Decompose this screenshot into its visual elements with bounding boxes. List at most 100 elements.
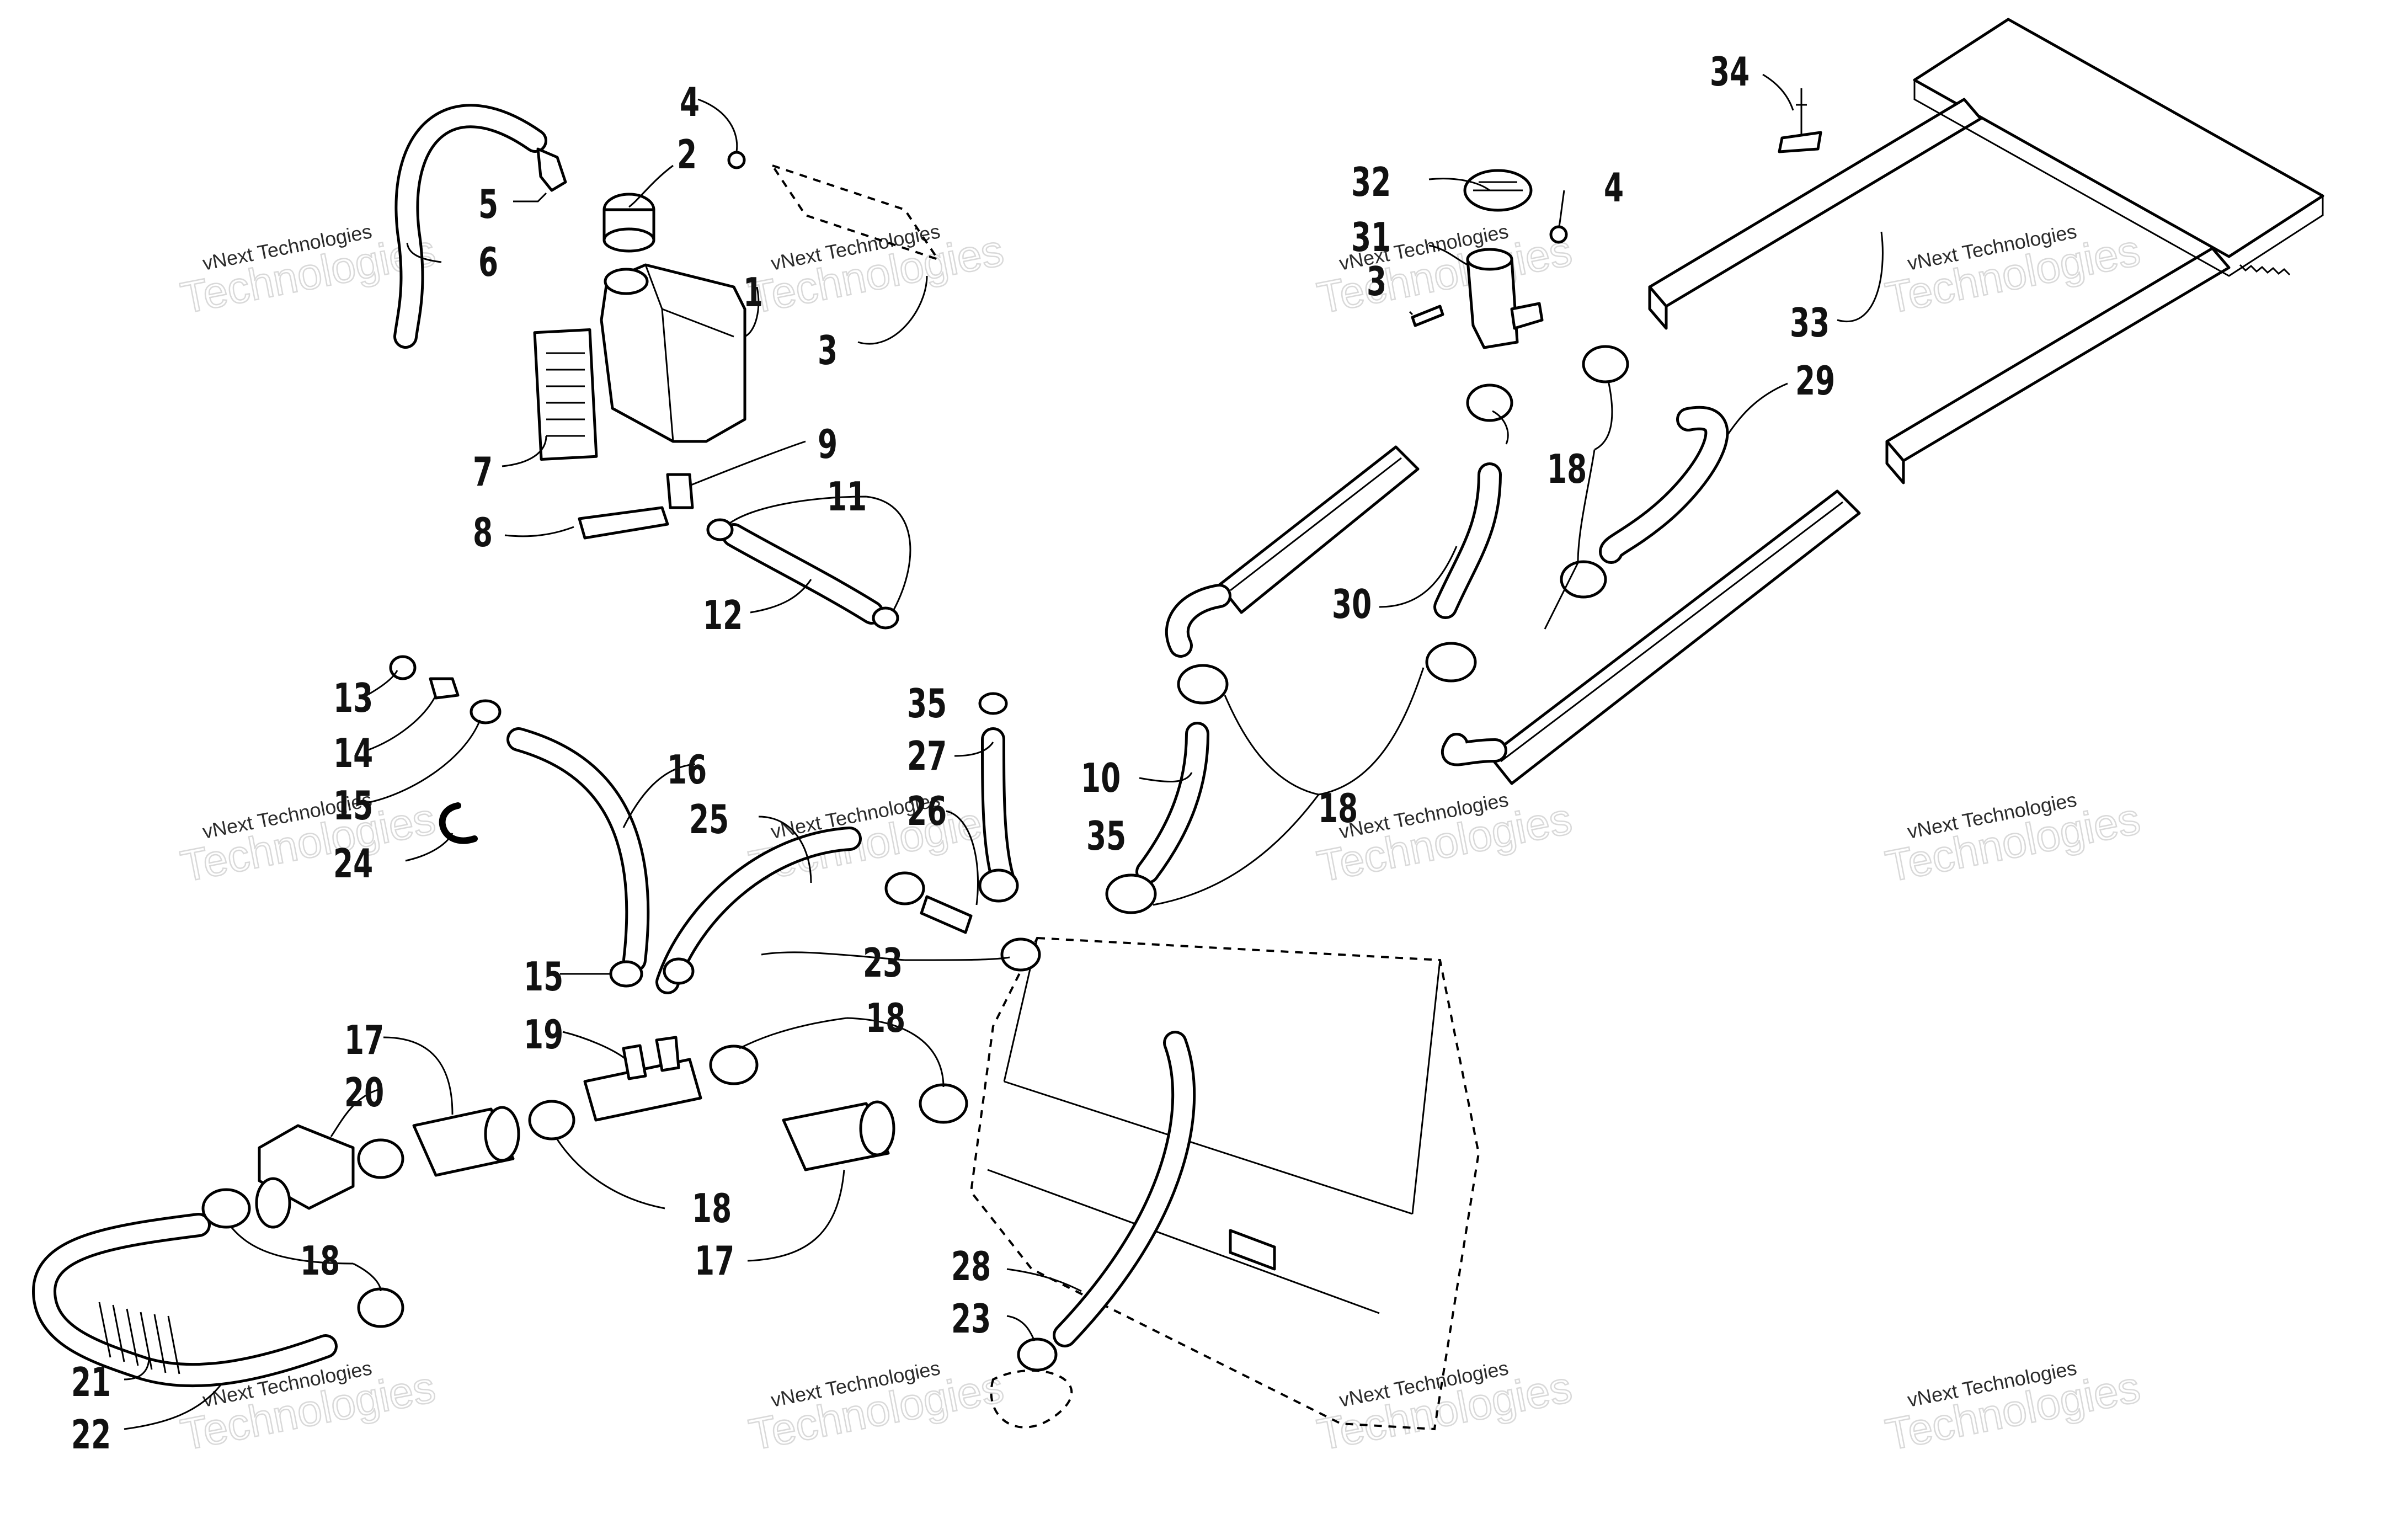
thermostat-housing (1466, 258, 1519, 349)
leader-line (758, 816, 812, 883)
leader-line (697, 98, 738, 152)
leader-line (502, 435, 547, 467)
callout-3: 3 (1367, 258, 1386, 305)
hose-clamp (1017, 1337, 1058, 1372)
nut (727, 151, 746, 169)
radiator-frame-top (1913, 18, 2324, 258)
mounting-strap (578, 506, 669, 540)
thermostat-seal (1466, 248, 1513, 271)
leader-line (556, 1139, 665, 1209)
hose-clamp (470, 699, 502, 724)
drain-hose-inner (724, 526, 881, 622)
callout-10: 10 (1081, 755, 1121, 801)
heat-exchanger-left-top (1230, 457, 1402, 592)
bottle-bracket (770, 163, 941, 262)
leader-line (622, 763, 696, 828)
callout-labels: 1 2 3 3 4 4 5 6 7 8 9 10 11 12 13 14 15 … (71, 49, 1835, 1458)
hose-clamp (706, 518, 734, 541)
leader-line (124, 1357, 150, 1381)
leader-line (750, 579, 812, 614)
callout-29: 29 (1795, 358, 1835, 404)
tee-fitting (583, 1058, 702, 1122)
leader-line (744, 286, 760, 338)
hose-clamp (1582, 345, 1629, 383)
leader-line (366, 695, 437, 752)
callout-4: 4 (1604, 164, 1624, 211)
hose-clamp (1560, 560, 1607, 599)
callout-26: 26 (907, 788, 947, 834)
leader-line (747, 1169, 845, 1262)
hose-clamp (663, 957, 695, 985)
coupler-hose-end (484, 1106, 520, 1162)
radiator-frame-teeth (2239, 264, 2291, 276)
elbow-fitting (536, 147, 567, 192)
leader-line (562, 1031, 627, 1061)
heat-exchanger-port (255, 1177, 291, 1229)
leader-line (1492, 380, 1613, 630)
hose-clamp (1105, 873, 1157, 914)
callout-8: 8 (473, 509, 493, 556)
callout-33: 33 (1790, 300, 1830, 346)
warning-decal-text (546, 352, 585, 437)
coupler-hose-end (859, 1100, 895, 1157)
outlet-fitting (666, 473, 694, 509)
coolant-bottle-facet (644, 264, 734, 442)
leader-line (1558, 190, 1565, 227)
heat-exchanger-right (1488, 489, 1861, 785)
hose-clamp (1466, 383, 1513, 422)
callout-25: 25 (689, 796, 729, 843)
callout-18: 18 (866, 995, 905, 1041)
hose-clamp (201, 1188, 251, 1229)
leader-line (857, 275, 928, 345)
callout-21: 21 (71, 1359, 111, 1405)
heat-exchanger-left (1218, 445, 1420, 614)
callout-6: 6 (478, 239, 498, 285)
leader-line (628, 164, 674, 208)
leader-line (1726, 382, 1788, 436)
callout-34: 34 (1710, 49, 1750, 95)
leader-line (406, 242, 442, 263)
retaining-ring (439, 802, 478, 844)
leader-line (946, 810, 979, 905)
callout-23: 23 (863, 940, 903, 986)
leader-line (405, 833, 454, 862)
leader-line (1837, 231, 1884, 322)
bleed-valve (920, 895, 973, 934)
callout-15: 15 (524, 953, 563, 1000)
hose-clamp (978, 692, 1008, 715)
crossover-hose-inner (658, 829, 859, 992)
threaded-fitting (429, 677, 460, 700)
leader-line (728, 495, 911, 610)
leader-line (383, 1036, 454, 1115)
thermostat-outlet-hose-inner (1436, 465, 1499, 616)
callout-17: 17 (695, 1238, 734, 1284)
callout-4: 4 (680, 79, 700, 125)
callout-2: 2 (677, 131, 697, 178)
leader-line (513, 192, 547, 203)
corrugated-hose-inner (35, 1216, 335, 1385)
radiator-cap-ribs (1473, 181, 1523, 191)
leader-line (1006, 1268, 1082, 1292)
bottle-cap-top (602, 227, 655, 253)
hose-clamp (1177, 664, 1229, 705)
callout-24: 24 (333, 840, 373, 887)
callout-27: 27 (907, 733, 947, 779)
leader-line (1153, 667, 1425, 906)
callout-3: 3 (818, 327, 838, 374)
callout-35: 35 (907, 680, 947, 727)
engine-outlet (990, 1369, 1073, 1429)
push-rivet (1778, 131, 1822, 153)
callout-1: 1 (743, 269, 763, 316)
thermostat-bypass-hose-inner (1602, 409, 1726, 561)
leader-line (1428, 244, 1468, 266)
overflow-hose-inner (396, 106, 545, 346)
tunnel-panel-flange (1229, 1229, 1276, 1271)
callout-28: 28 (951, 1243, 991, 1289)
callout-16: 16 (667, 747, 707, 793)
leader-line (739, 1017, 945, 1088)
nut (1549, 225, 1568, 244)
coolant-bottle (600, 263, 746, 443)
